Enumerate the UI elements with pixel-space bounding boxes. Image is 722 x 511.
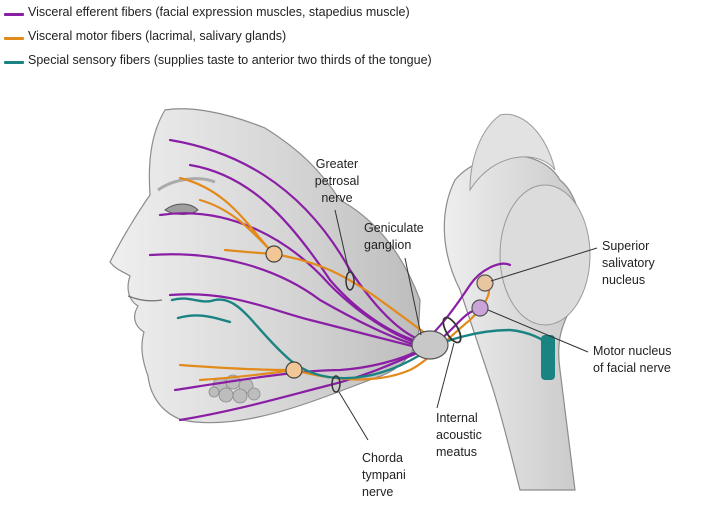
motor-nucleus bbox=[471, 299, 489, 317]
solitary-nucleus bbox=[541, 335, 555, 380]
chorda-tympani-ring bbox=[331, 375, 341, 393]
label-motor-nucleus: Motor nucleus of facial nerve bbox=[593, 344, 672, 375]
label-superior-salivatory-nucleus: Superior salivatory nucleus bbox=[602, 239, 655, 287]
cerebellum bbox=[499, 184, 591, 326]
head-silhouette bbox=[109, 108, 421, 424]
pterygopalatine-ganglion bbox=[265, 245, 283, 263]
internal-acoustic-ring bbox=[442, 316, 462, 344]
legend-label: Special sensory fibers (supplies taste t… bbox=[28, 53, 432, 67]
mouth bbox=[127, 295, 163, 302]
submandibular-ganglion bbox=[285, 361, 303, 379]
label-internal-acoustic-meatus: Internal acoustic meatus bbox=[436, 411, 482, 459]
label-greater-petrosal-nerve: Greater petrosal nerve bbox=[314, 157, 360, 205]
legend-label: Visceral motor fibers (lacrimal, salivar… bbox=[28, 29, 287, 43]
legend-swatch-orange bbox=[4, 37, 24, 40]
label-chorda-tympani-nerve: Chorda tympani nerve bbox=[362, 451, 406, 499]
geniculate-ganglion bbox=[411, 330, 449, 360]
purple-fibers bbox=[148, 138, 512, 422]
leader-lines bbox=[334, 209, 598, 441]
legend-swatch-purple bbox=[4, 13, 24, 16]
label-geniculate-ganglion: Geniculate ganglion bbox=[364, 221, 424, 252]
legend-label: Visceral efferent fibers (facial express… bbox=[28, 5, 410, 19]
superior-salivatory-nucleus bbox=[476, 274, 494, 292]
brain-top bbox=[469, 113, 556, 192]
legend-swatch-teal bbox=[4, 61, 24, 64]
greater-petrosal-ring bbox=[345, 271, 355, 291]
